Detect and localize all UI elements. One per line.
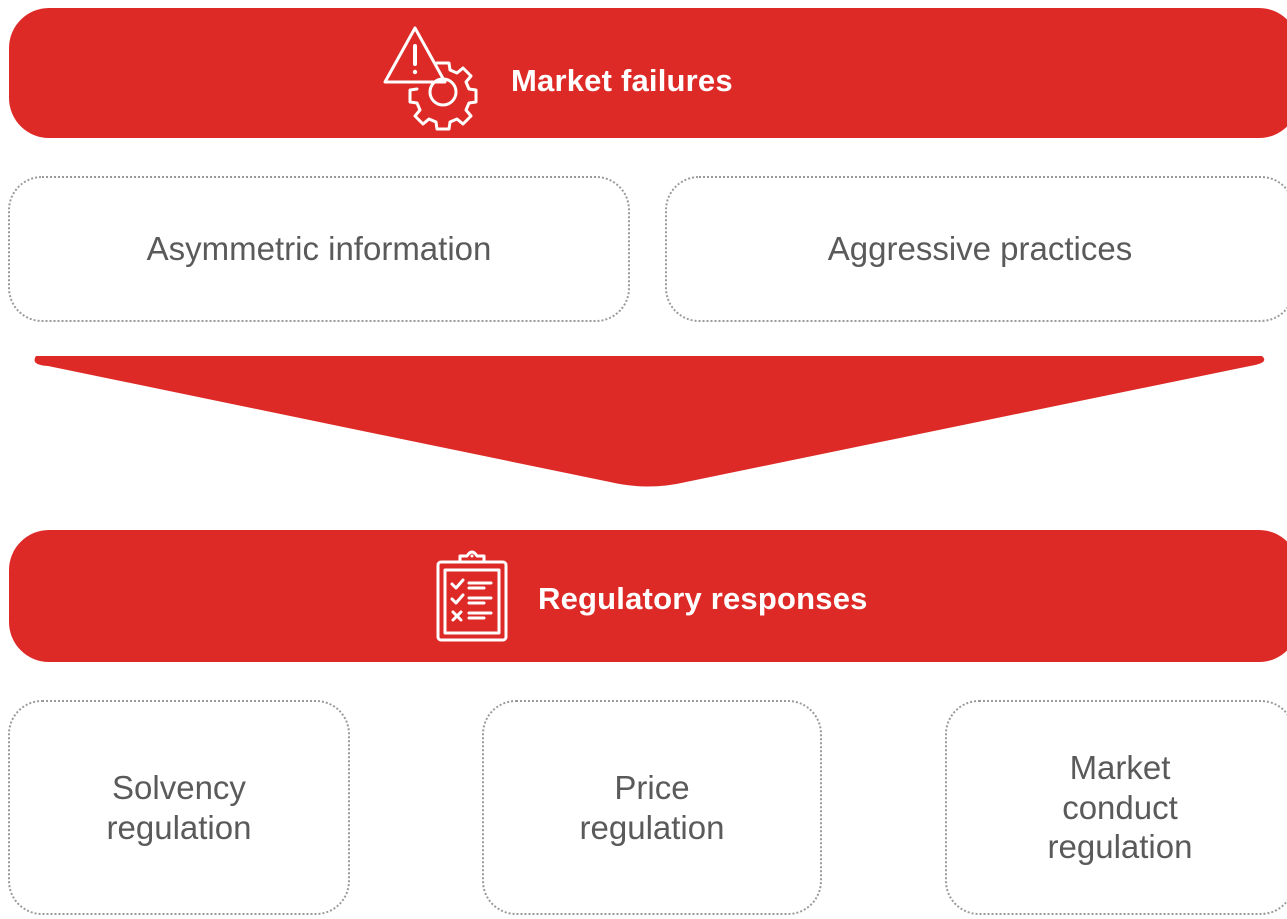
regulatory-responses-banner: Regulatory responses — [9, 530, 1287, 662]
clipboard-checklist-icon — [434, 550, 510, 647]
price-regulation-box: Price regulation — [482, 700, 822, 915]
warning-gear-icon — [379, 22, 489, 139]
price-regulation-label: Price regulation — [579, 768, 725, 846]
solvency-regulation-label: Solvency regulation — [106, 768, 252, 846]
asymmetric-information-label: Asymmetric information — [146, 230, 492, 268]
aggressive-practices-label: Aggressive practices — [827, 230, 1133, 268]
market-failures-header: Market failures — [379, 22, 733, 139]
solvency-regulation-box: Solvency regulation — [8, 700, 350, 915]
asymmetric-information-box: Asymmetric information — [8, 176, 630, 322]
regulatory-responses-header: Regulatory responses — [434, 550, 868, 647]
funnel-arrow-down — [34, 356, 1265, 487]
market-failures-title: Market failures — [511, 62, 733, 98]
regulatory-responses-title: Regulatory responses — [538, 580, 868, 616]
market-conduct-regulation-box: Market conduct regulation — [945, 700, 1287, 915]
market-conduct-regulation-label: Market conduct regulation — [1047, 749, 1193, 866]
market-failures-banner: Market failures — [9, 8, 1287, 138]
aggressive-practices-box: Aggressive practices — [665, 176, 1287, 322]
